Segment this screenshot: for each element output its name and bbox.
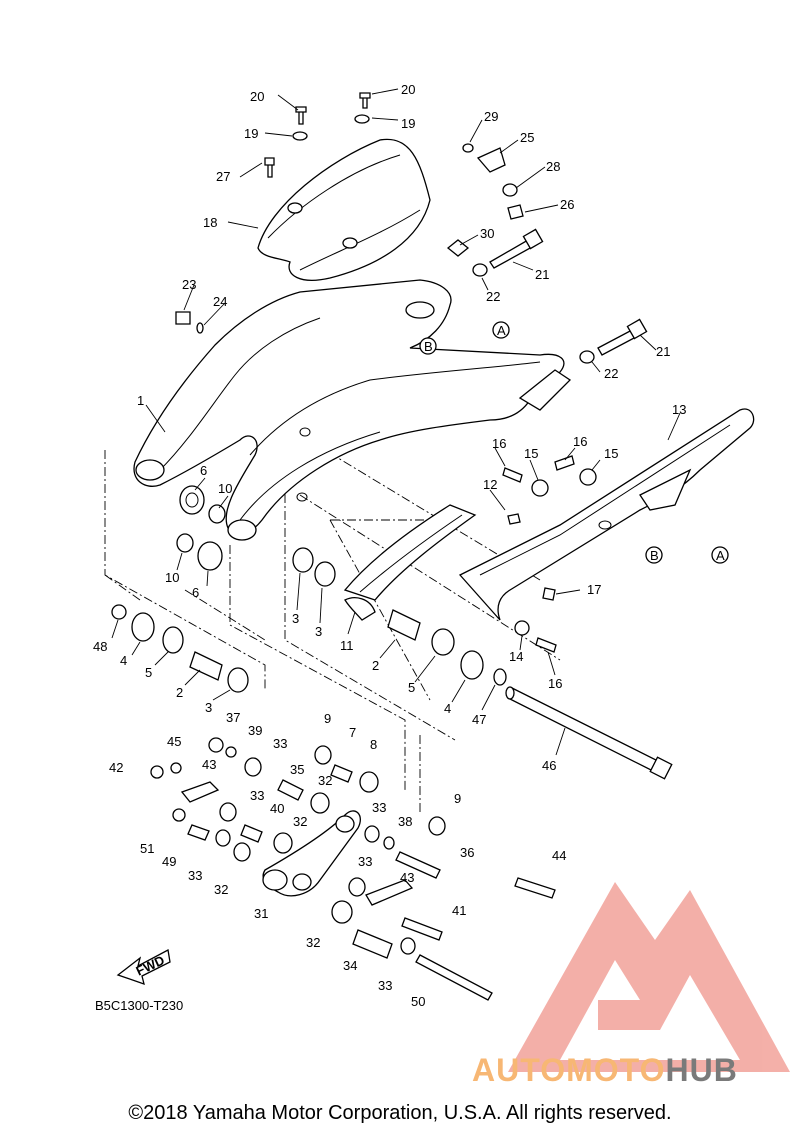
callout-39: 39 bbox=[248, 723, 262, 738]
callout-33: 33 bbox=[273, 736, 287, 751]
callout-28: 28 bbox=[546, 159, 560, 174]
callout-45: 45 bbox=[167, 734, 181, 749]
callout-15: 15 bbox=[524, 446, 538, 461]
callout-3: 3 bbox=[292, 611, 299, 626]
callout-16: 16 bbox=[573, 434, 587, 449]
callout-3: 3 bbox=[315, 624, 322, 639]
linkage-assembly bbox=[150, 737, 556, 1001]
callout-16: 16 bbox=[492, 436, 506, 451]
watermark-logo bbox=[508, 882, 790, 1072]
callout-31: 31 bbox=[254, 906, 268, 921]
pivot-shaft bbox=[505, 686, 673, 780]
callout-33: 33 bbox=[188, 868, 202, 883]
hardware-parts bbox=[111, 92, 648, 693]
copyright-notice: ©2018 Yamaha Motor Corporation, U.S.A. A… bbox=[128, 1102, 672, 1124]
callout-30: 30 bbox=[480, 226, 494, 241]
ref-b: B bbox=[650, 548, 659, 563]
callout-15: 15 bbox=[604, 446, 618, 461]
callout-4: 4 bbox=[444, 701, 451, 716]
callout-43: 43 bbox=[202, 757, 216, 772]
callout-32: 32 bbox=[318, 773, 332, 788]
swingarm bbox=[133, 279, 572, 541]
callout-5: 5 bbox=[408, 680, 415, 695]
callout-44: 44 bbox=[552, 848, 566, 863]
callout-42: 42 bbox=[109, 760, 123, 775]
callout-9: 9 bbox=[454, 791, 461, 806]
callout-1: 1 bbox=[137, 393, 144, 408]
callout-12: 12 bbox=[483, 477, 497, 492]
callout-43: 43 bbox=[400, 870, 414, 885]
fwd-label: FWD bbox=[134, 952, 167, 978]
callout-23: 23 bbox=[182, 277, 196, 292]
callout-9: 9 bbox=[324, 711, 331, 726]
callout-32: 32 bbox=[214, 882, 228, 897]
callout-37: 37 bbox=[226, 710, 240, 725]
callout-13: 13 bbox=[672, 402, 686, 417]
watermark-part1: AUTOMOTO bbox=[472, 1052, 666, 1088]
callout-19: 19 bbox=[244, 126, 258, 141]
callout-2: 2 bbox=[372, 658, 379, 673]
callout-5: 5 bbox=[145, 665, 152, 680]
callout-25: 25 bbox=[520, 130, 534, 145]
callout-41: 41 bbox=[452, 903, 466, 918]
callout-22: 22 bbox=[604, 366, 618, 381]
diagram-code: B5C1300-T230 bbox=[95, 998, 183, 1013]
callout-16: 16 bbox=[548, 676, 562, 691]
ref-b: B bbox=[424, 339, 433, 354]
callout-labels: 20 20 19 19 27 18 29 25 28 26 30 21 21 2… bbox=[93, 82, 686, 1009]
callout-19: 19 bbox=[401, 116, 415, 131]
callout-35: 35 bbox=[290, 762, 304, 777]
callout-33: 33 bbox=[250, 788, 264, 803]
callout-3: 3 bbox=[205, 700, 212, 715]
ref-a: A bbox=[716, 548, 725, 563]
callout-29: 29 bbox=[484, 109, 498, 124]
chain-guide bbox=[343, 504, 477, 621]
callout-32: 32 bbox=[293, 814, 307, 829]
callout-21: 21 bbox=[656, 344, 670, 359]
ref-a: A bbox=[497, 323, 506, 338]
reference-markers: A B B A bbox=[419, 321, 729, 564]
callout-49: 49 bbox=[162, 854, 176, 869]
callout-10: 10 bbox=[218, 481, 232, 496]
callout-50: 50 bbox=[411, 994, 425, 1009]
callout-51: 51 bbox=[140, 841, 154, 856]
callout-36: 36 bbox=[460, 845, 474, 860]
chain-case bbox=[458, 408, 755, 621]
callout-22: 22 bbox=[486, 289, 500, 304]
callout-47: 47 bbox=[472, 712, 486, 727]
callout-21: 21 bbox=[535, 267, 549, 282]
callout-33: 33 bbox=[372, 800, 386, 815]
callout-7: 7 bbox=[349, 725, 356, 740]
callout-34: 34 bbox=[343, 958, 357, 973]
callout-17: 17 bbox=[587, 582, 601, 597]
callout-26: 26 bbox=[560, 197, 574, 212]
callout-4: 4 bbox=[120, 653, 127, 668]
callout-20: 20 bbox=[401, 82, 415, 97]
callout-33: 33 bbox=[378, 978, 392, 993]
callout-6: 6 bbox=[200, 463, 207, 478]
callout-18: 18 bbox=[203, 215, 217, 230]
fwd-arrow-icon: FWD bbox=[116, 949, 171, 986]
callout-33: 33 bbox=[358, 854, 372, 869]
callout-32: 32 bbox=[306, 935, 320, 950]
callout-20: 20 bbox=[250, 89, 264, 104]
callout-46: 46 bbox=[542, 758, 556, 773]
rear-cover bbox=[257, 138, 431, 281]
callout-27: 27 bbox=[216, 169, 230, 184]
callout-24: 24 bbox=[213, 294, 227, 309]
callout-11: 11 bbox=[340, 638, 354, 653]
callout-10: 10 bbox=[165, 570, 179, 585]
callout-40: 40 bbox=[270, 801, 284, 816]
leader-lines bbox=[111, 88, 681, 756]
watermark-text: AUTOMOTOHUB bbox=[472, 1052, 738, 1089]
callout-2: 2 bbox=[176, 685, 183, 700]
callout-14: 14 bbox=[509, 649, 523, 664]
callout-8: 8 bbox=[370, 737, 377, 752]
callout-6: 6 bbox=[192, 585, 199, 600]
callout-48: 48 bbox=[93, 639, 107, 654]
watermark-part2: HUB bbox=[665, 1052, 738, 1088]
callout-38: 38 bbox=[398, 814, 412, 829]
